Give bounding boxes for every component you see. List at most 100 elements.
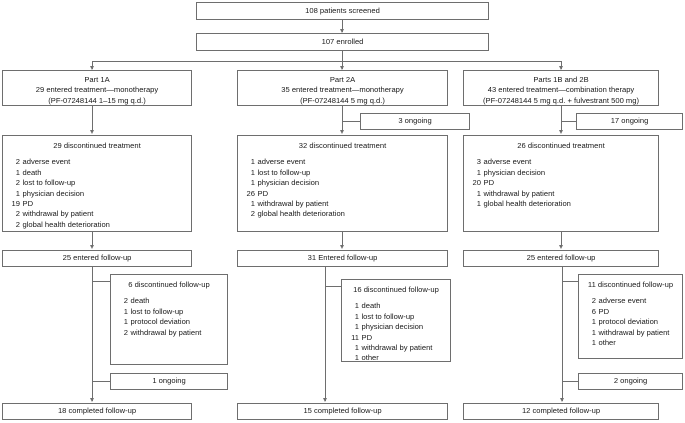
arm-1-heading: Part 1A 29 entered treatment—monotherapy…	[3, 71, 191, 106]
arm-2-line3: (PF-07248144 5 mg q.d.)	[300, 95, 385, 105]
box-completed-followup-arm-3: 12 completed follow-up	[463, 403, 659, 420]
connector-disc-1-to-entered	[92, 232, 93, 247]
arm-1-line2: 29 entered treatment—monotherapy	[35, 85, 159, 95]
trunk-arm-3	[562, 267, 563, 401]
arrow-arm-2-to-disc	[340, 130, 344, 134]
disc-treatment-arm-3-title: 26 discontinued treatment	[517, 141, 605, 150]
connector-enrolled-down	[342, 51, 343, 62]
connector-arm-3-to-ongoing-followup	[562, 381, 578, 382]
connector-screened-to-enrolled	[342, 20, 343, 32]
box-arm-part-2a: Part 2A 35 entered treatment—monotherapy…	[237, 70, 448, 106]
completed-followup-arm-1-label: 18 completed follow-up	[57, 406, 137, 416]
box-ongoing-followup-arm-3: 2 ongoing	[578, 373, 683, 390]
arrow-bus-to-arm-3	[559, 66, 563, 70]
arm-2-title: Part 2A	[329, 75, 356, 84]
disc-followup-arm-1-title: 6 discontinued follow-up	[128, 280, 210, 289]
box-screened: 108 patients screened	[196, 2, 489, 20]
connector-arm-1-to-ongoing-followup	[92, 381, 110, 382]
box-arm-part-1a: Part 1A 29 entered treatment—monotherapy…	[2, 70, 192, 106]
connector-arm-3-to-disc-followup	[562, 281, 578, 282]
box-ongoing-treatment-arm-2: 3 ongoing	[360, 113, 470, 130]
ongoing-treatment-arm-3-label: 17 ongoing	[610, 116, 649, 126]
connector-arm-1-to-disc-followup	[92, 281, 110, 282]
entered-followup-arm-1-label: 25 entered follow-up	[62, 253, 132, 263]
connector-disc-2-to-entered	[342, 232, 343, 247]
box-ongoing-treatment-arm-3: 17 ongoing	[576, 113, 683, 130]
arrow-bus-to-arm-1	[90, 66, 94, 70]
box-enrolled: 107 enrolled	[196, 33, 489, 51]
completed-followup-arm-3-label: 12 completed follow-up	[521, 406, 601, 416]
connector-bus-to-arm-2	[342, 61, 343, 69]
arm-3-title: Parts 1B and 2B	[533, 75, 589, 84]
disc-followup-arm-2-title: 16 discontinued follow-up	[353, 285, 439, 294]
connector-disc-3-to-entered	[561, 232, 562, 247]
box-completed-followup-arm-1: 18 completed follow-up	[2, 403, 192, 420]
box-entered-followup-arm-1: 25 entered follow-up	[2, 250, 192, 267]
arrow-arm-2-to-completed	[323, 398, 327, 402]
arrow-disc-3-to-entered	[559, 245, 563, 249]
arrow-arm-3-to-disc	[559, 130, 563, 134]
box-entered-followup-arm-2: 31 Entered follow-up	[237, 250, 448, 267]
connector-arm-3-to-disc	[561, 106, 562, 132]
arm-1-title: Part 1A	[84, 75, 110, 84]
box-ongoing-followup-arm-1: 1 ongoing	[110, 373, 228, 390]
arm-3-heading: Parts 1B and 2B 43 entered treatment—com…	[464, 71, 658, 106]
completed-followup-arm-2-label: 15 completed follow-up	[303, 406, 382, 416]
arrow-arm-1-to-completed	[90, 398, 94, 402]
arm-3-line3: (PF-07248144 5 mg q.d. + fulvestrant 500…	[483, 95, 639, 105]
disc-followup-arm-3-title: 11 discontinued follow-up	[587, 280, 674, 289]
arrow-screened-to-enrolled	[340, 29, 344, 33]
entered-followup-arm-3-label: 25 entered follow-up	[526, 253, 596, 263]
arrow-disc-1-to-entered	[90, 245, 94, 249]
connector-bus-to-arm-3	[561, 61, 562, 69]
box-entered-followup-arm-3: 25 entered follow-up	[463, 250, 659, 267]
arrow-bus-to-arm-2	[340, 66, 344, 70]
trunk-arm-1	[92, 267, 93, 401]
ongoing-treatment-arm-2-label: 3 ongoing	[398, 116, 432, 126]
connector-arm-2-to-ongoing-treatment	[342, 121, 360, 122]
connector-bus-to-arm-1	[92, 61, 93, 69]
connector-arm-2-to-disc-followup	[325, 286, 341, 287]
connector-arm-3-to-ongoing-treatment	[561, 121, 576, 122]
connector-arm-1-to-disc	[92, 106, 93, 132]
arrow-arm-3-to-completed	[560, 398, 564, 402]
arrow-disc-2-to-entered	[340, 245, 344, 249]
enrolled-label: 107 enrolled	[321, 36, 364, 46]
arm-3-line2: 43 entered treatment—combination therapy	[487, 85, 635, 95]
connector-enrolled-bus	[92, 61, 561, 62]
